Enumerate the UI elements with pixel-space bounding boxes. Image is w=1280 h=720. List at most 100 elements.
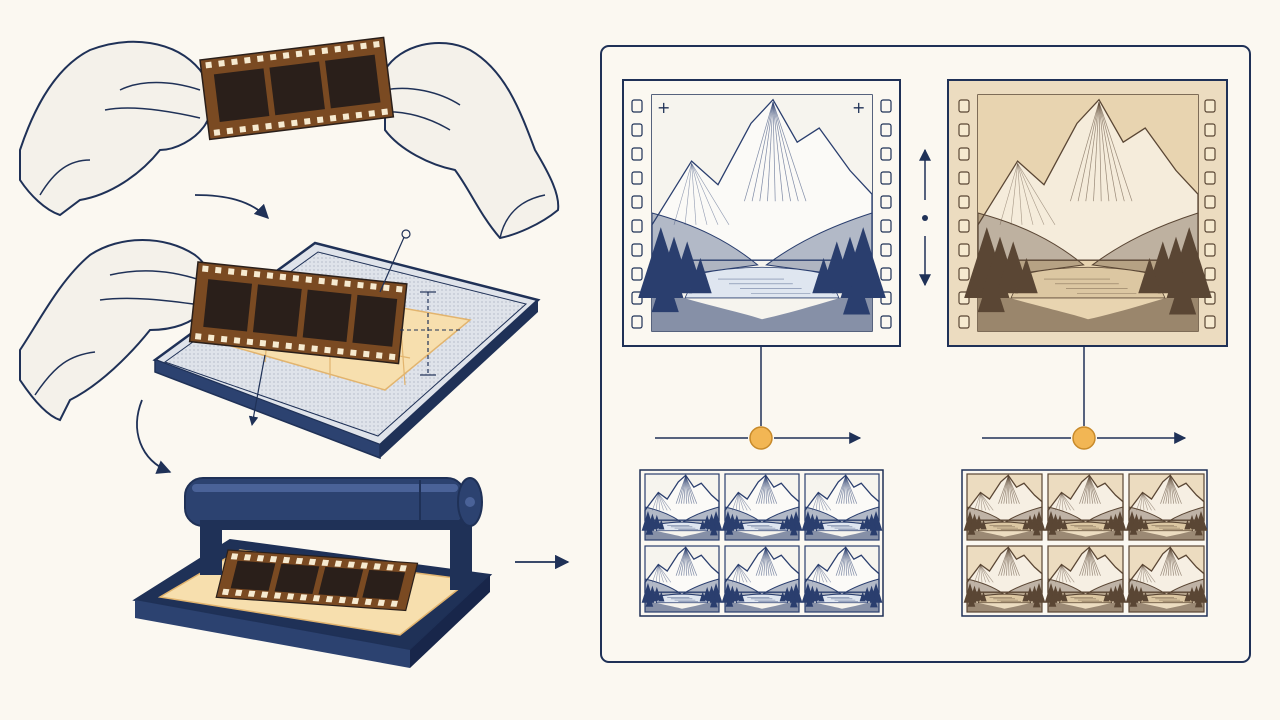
ridge-line (835, 547, 847, 576)
foreground (1129, 528, 1204, 540)
thumbnail-border (644, 473, 720, 541)
ridge-line (738, 564, 752, 583)
ridge-line (765, 547, 770, 576)
ridge-line (758, 547, 767, 576)
thumbnail-border (724, 473, 800, 541)
ridge-line (732, 565, 739, 583)
sprocket-hole (308, 48, 316, 56)
perforation (880, 195, 892, 209)
perforation (958, 315, 970, 329)
sprocket-hole (240, 269, 248, 277)
sprocket-hole (295, 50, 303, 58)
sprocket-hole (375, 352, 383, 359)
thumbnail-border (1128, 545, 1205, 613)
proof-thumbnail (641, 473, 723, 541)
pine-tree (1169, 272, 1197, 315)
lake (815, 521, 869, 532)
ridge-line (1061, 493, 1068, 511)
lake (1139, 521, 1194, 532)
ridge-line (1168, 475, 1171, 504)
sprocket-hole (368, 110, 376, 117)
ridge-line (999, 163, 1018, 225)
ridge-line (1169, 475, 1174, 504)
perforation (880, 219, 892, 233)
sprocket-hole (259, 339, 267, 347)
ridge-line (1055, 493, 1062, 511)
sprocket-hole (292, 275, 300, 282)
registration-mark: + (852, 98, 865, 117)
cyanotype-proof-grid (639, 469, 884, 617)
ridge-line (1169, 475, 1180, 504)
perforation (1204, 267, 1216, 281)
ridge-line (1139, 493, 1143, 511)
cyanotype-print: + + (622, 79, 901, 347)
ridge-line (763, 475, 767, 504)
ridge-line (1169, 475, 1177, 504)
ridge-line (1139, 565, 1143, 583)
sprocket-hole (213, 129, 221, 136)
pine-tree (1194, 595, 1203, 608)
perforation (958, 195, 970, 209)
ridge-line (838, 475, 847, 504)
pine-tree (1061, 591, 1068, 602)
pine-tree (812, 514, 822, 529)
sprocket-hole (227, 268, 235, 275)
ridge-line (1085, 102, 1100, 202)
ridge-line (1088, 475, 1099, 504)
ridge-line (1168, 547, 1171, 576)
pine-tree (1129, 522, 1138, 535)
ridge-line (1061, 493, 1064, 511)
pine-tree (782, 514, 792, 529)
ridge-line (1087, 475, 1090, 504)
proof-thumbnail (1044, 545, 1127, 613)
ridge-line (675, 547, 687, 576)
pine-tree (689, 257, 712, 294)
proof-thumbnail (721, 473, 803, 541)
perforation (631, 99, 643, 113)
pine-tree (1015, 257, 1038, 294)
ridge-line (1061, 493, 1071, 511)
ridge-line (845, 547, 852, 576)
ridge-line (1169, 547, 1180, 576)
pine-tree (1106, 514, 1116, 529)
proof-thumbnail (721, 545, 803, 613)
proof-thumbnail (641, 545, 723, 613)
ridge-line (759, 102, 774, 202)
pine-tree (967, 594, 976, 607)
pine-tree (862, 586, 872, 601)
sprocket-hole (214, 266, 222, 274)
foreground (645, 528, 719, 540)
ridge-line (1098, 101, 1133, 202)
sprocket-hole (329, 114, 337, 122)
ridge-line (1017, 163, 1023, 225)
sprocket-hole (321, 47, 329, 55)
callout-dot (401, 229, 411, 239)
ridge-line (685, 475, 690, 504)
step-place-on-contact-frame (19, 229, 541, 460)
ridge-line (818, 492, 832, 511)
ridge-line (1000, 547, 1009, 576)
foreground (1048, 528, 1123, 540)
pine-tree (1113, 523, 1122, 536)
perforation (880, 147, 892, 161)
sprocket-hole (269, 53, 277, 61)
ridge-line (735, 565, 739, 583)
pine-tree (1136, 586, 1146, 601)
perforation (1204, 315, 1216, 329)
ridge-line (1010, 163, 1018, 225)
sprocket-hole (220, 335, 228, 343)
ridge-line (1093, 102, 1100, 202)
sprocket-hole (194, 333, 202, 340)
ridge-line (658, 565, 664, 583)
sprocket-hole (233, 337, 241, 344)
perforation (880, 315, 892, 329)
ridge-line (1088, 547, 1093, 576)
sprocket-hole (311, 345, 318, 352)
sprocket-hole (318, 277, 325, 285)
pine-tree (1138, 257, 1161, 294)
ridge-line (977, 493, 981, 511)
perforation (631, 171, 643, 185)
pine-tree (1187, 586, 1197, 601)
ridge-line (1169, 547, 1172, 576)
ridge-line (1017, 163, 1056, 225)
